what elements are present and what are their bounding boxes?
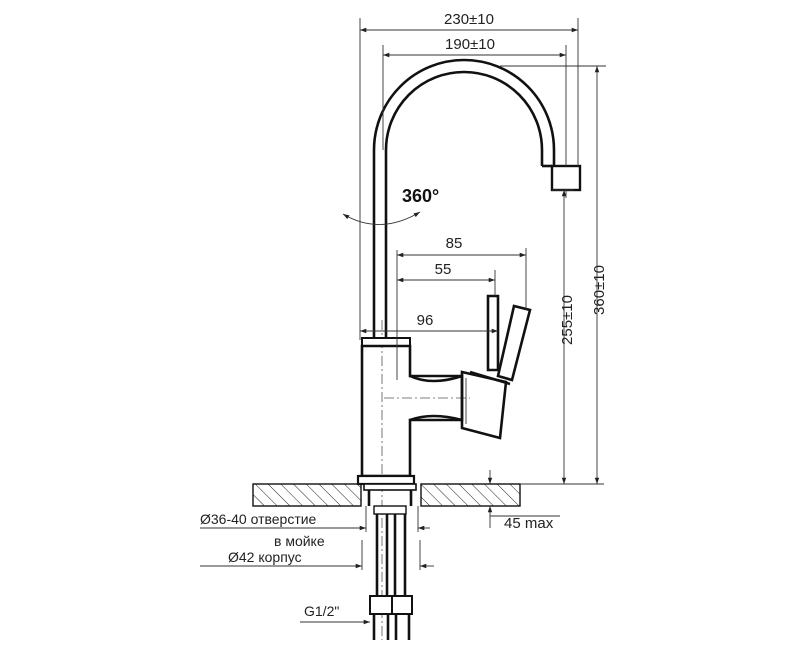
- rotation-label: 360°: [402, 186, 439, 206]
- dim-lever-85: 85: [397, 235, 527, 310]
- thread-label: G1/2": [304, 603, 339, 619]
- dim-max-thickness: 45 max: [487, 470, 560, 532]
- spout-height-label: 255±10: [559, 295, 576, 345]
- dim-body-diameter: Ø42 корпус: [200, 540, 434, 570]
- total-height-label: 360±10: [591, 265, 608, 315]
- lever-handle: [460, 294, 532, 440]
- countertop: [252, 483, 521, 507]
- dim-lever-96: 96: [360, 312, 498, 334]
- mounting-hardware: [363, 483, 417, 640]
- spout-reach-label: 190±10: [445, 36, 495, 53]
- mount-hole-label: Ø36-40 отверстие: [200, 511, 317, 527]
- body-diameter-label: Ø42 корпус: [228, 549, 302, 565]
- dim-spout-height: 255±10: [520, 189, 604, 485]
- dim-overall-reach: 230±10: [359, 11, 579, 340]
- mount-hole-label-line2: в мойке: [274, 533, 325, 549]
- rotation-indicator: 360°: [342, 186, 439, 225]
- dim-total-height: 360±10: [500, 65, 608, 484]
- overall-reach-label: 230±10: [444, 11, 494, 28]
- faucet-body: [356, 337, 464, 486]
- aerator: [550, 164, 582, 192]
- max-thickness-label: 45 max: [504, 515, 554, 532]
- lever-96-label: 96: [417, 312, 434, 329]
- lever-55-label: 55: [435, 261, 452, 278]
- dim-mount-hole: Ø36-40 отверстие в мойке: [200, 506, 430, 549]
- dim-lever-55: 55: [396, 250, 496, 380]
- dim-spout-reach: 190±10: [382, 36, 567, 166]
- dim-thread: G1/2": [300, 603, 370, 625]
- lever-85-label: 85: [446, 235, 463, 252]
